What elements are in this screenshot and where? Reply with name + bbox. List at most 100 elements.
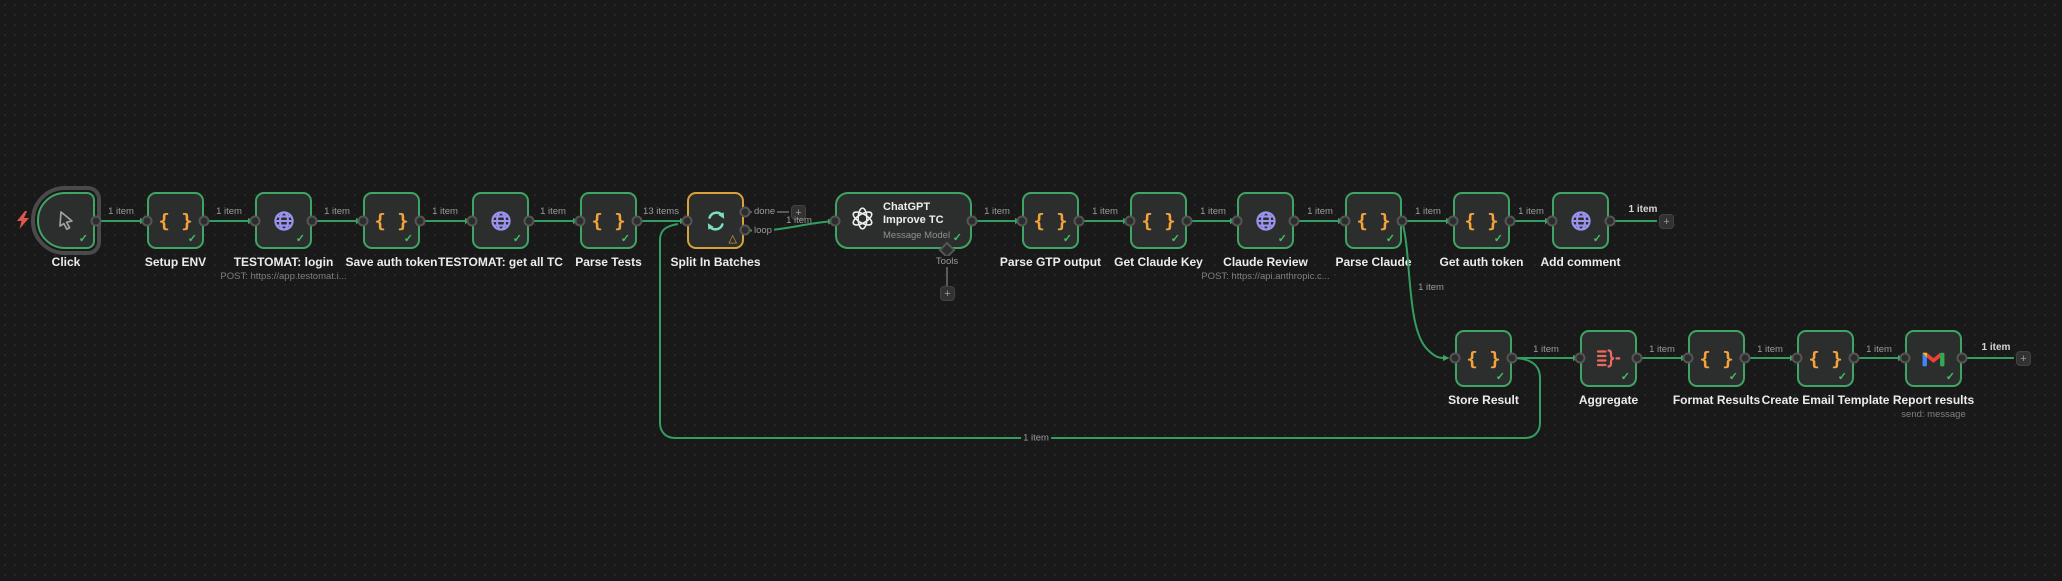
success-check-icon: ✓ (1277, 233, 1287, 245)
node-store-result[interactable]: { } ✓ Store Result (1448, 330, 1519, 407)
node-click[interactable]: ✓ Click (37, 192, 95, 269)
connection-label: 1 item (1981, 342, 2011, 353)
output-port-label-done: done (752, 206, 778, 217)
connection-label: 1 item (1649, 344, 1675, 355)
code-braces-icon: { } (591, 209, 626, 232)
success-check-icon: ✓ (512, 233, 522, 245)
code-braces-icon: { } (1356, 209, 1391, 232)
node-title: Parse Claude (1335, 255, 1412, 269)
execute-bolt-icon (16, 211, 30, 234)
node-title: Claude Review (1223, 255, 1308, 269)
tools-port-label: Tools (933, 256, 961, 267)
code-braces-icon: { } (1699, 347, 1734, 370)
node-title: Add comment (1540, 255, 1621, 269)
success-check-icon: ✓ (1837, 371, 1847, 383)
node-claude-review[interactable]: ✓ Claude Review POST: https://api.anthro… (1201, 192, 1330, 282)
node-report-results[interactable]: ✓ Report results send: message (1893, 330, 1974, 420)
connection-label: 1 item (1418, 282, 1444, 293)
success-check-icon: ✓ (1728, 371, 1738, 383)
code-braces-icon: { } (1808, 347, 1843, 370)
success-check-icon: ✓ (1062, 233, 1072, 245)
node-title: Save auth token (345, 255, 438, 269)
node-title: Create Email Template (1761, 393, 1890, 407)
connection-label: 1 item (324, 206, 350, 217)
node-subtitle: POST: https://app.testomat.i... (220, 271, 347, 282)
success-check-icon: ✓ (78, 233, 88, 245)
success-check-icon: ✓ (403, 233, 413, 245)
output-port-label-loop: loop (752, 225, 774, 236)
code-braces-icon: { } (374, 209, 409, 232)
code-braces-icon: { } (1033, 209, 1068, 232)
aggregate-icon (1582, 332, 1635, 385)
success-check-icon: ✓ (295, 233, 305, 245)
node-title: Format Results (1672, 393, 1761, 407)
node-title-line1: ChatGPT (883, 201, 931, 213)
add-node-button-done[interactable]: + (791, 205, 806, 220)
node-title-line2: Improve TC (883, 214, 944, 226)
code-braces-icon: { } (158, 209, 193, 232)
node-subtitle: send: message (1901, 409, 1966, 420)
node-chatgpt-improve-tc[interactable]: ChatGPT Improve TC Message Model ✓ (835, 192, 972, 249)
node-title: Get auth token (1439, 255, 1524, 269)
node-title: Store Result (1448, 393, 1519, 407)
node-parse-tests[interactable]: { } ✓ Parse Tests (575, 192, 642, 269)
cursor-icon (39, 194, 93, 247)
success-check-icon: ✓ (1620, 371, 1630, 383)
node-subtitle: POST: https://api.anthropic.c... (1201, 271, 1330, 282)
add-node-button-report-results[interactable]: + (2016, 351, 2031, 366)
node-get-auth-token[interactable]: { } ✓ Get auth token (1439, 192, 1524, 269)
node-testomat-get-all-tc[interactable]: ✓ TESTOMAT: get all TC (438, 192, 563, 269)
openai-icon (849, 205, 876, 237)
add-node-button-add-comment[interactable]: + (1659, 214, 1674, 229)
node-title: Click (51, 255, 81, 269)
connection-label: 1 item (1307, 206, 1333, 217)
success-check-icon: ✓ (1945, 371, 1955, 383)
node-title: Aggregate (1578, 393, 1639, 407)
node-get-claude-key[interactable]: { } ✓ Get Claude Key (1114, 192, 1203, 269)
connection-label: 1 item (1021, 432, 1051, 444)
connection-label: 1 item (786, 215, 812, 226)
success-check-icon: ✓ (1495, 371, 1505, 383)
loop-icon (689, 194, 742, 247)
connection-label: 1 item (432, 206, 458, 217)
node-title: TESTOMAT: get all TC (438, 255, 563, 269)
connection-label: 1 item (1866, 344, 1892, 355)
success-check-icon: ✓ (620, 233, 630, 245)
globe-icon (474, 194, 527, 247)
node-parse-gtp-output[interactable]: { } ✓ Parse GTP output (1000, 192, 1101, 269)
success-check-icon: ✓ (1592, 233, 1602, 245)
add-node-button-tools[interactable]: + (940, 286, 955, 301)
node-subtitle: Message Model (883, 230, 951, 241)
success-check-icon: ✓ (187, 233, 197, 245)
node-title: TESTOMAT: login (233, 255, 334, 269)
node-title: Parse GTP output (999, 255, 1102, 269)
success-check-icon: ✓ (1170, 233, 1180, 245)
globe-icon (1554, 194, 1607, 247)
code-braces-icon: { } (1141, 209, 1176, 232)
connection-label: 1 item (1092, 206, 1118, 217)
node-create-email-template[interactable]: { } ✓ Create Email Template (1762, 330, 1889, 407)
connection-label: 1 item (540, 206, 566, 217)
node-title: Get Claude Key (1114, 255, 1203, 269)
connection-label: 1 item (216, 206, 242, 217)
globe-icon (257, 194, 310, 247)
connection-label: 1 item (1628, 204, 1658, 215)
globe-icon (1239, 194, 1292, 247)
connection-label: 1 item (108, 206, 134, 217)
connection-label: 1 item (1518, 206, 1544, 217)
connection-label: 1 item (984, 206, 1010, 217)
node-aggregate[interactable]: ✓ Aggregate (1579, 330, 1638, 407)
node-title: Report results (1892, 393, 1975, 407)
connection-label: 1 item (1757, 344, 1783, 355)
success-check-icon: ✓ (1385, 233, 1395, 245)
node-add-comment[interactable]: ✓ Add comment (1540, 192, 1621, 269)
code-braces-icon: { } (1466, 347, 1501, 370)
connection-label: 1 item (1200, 206, 1226, 217)
connection-label: 1 item (1533, 344, 1559, 355)
connection-label: 13 items (643, 206, 679, 217)
gmail-icon (1907, 332, 1960, 385)
code-braces-icon: { } (1464, 209, 1499, 232)
connection-label: 1 item (1415, 206, 1441, 217)
